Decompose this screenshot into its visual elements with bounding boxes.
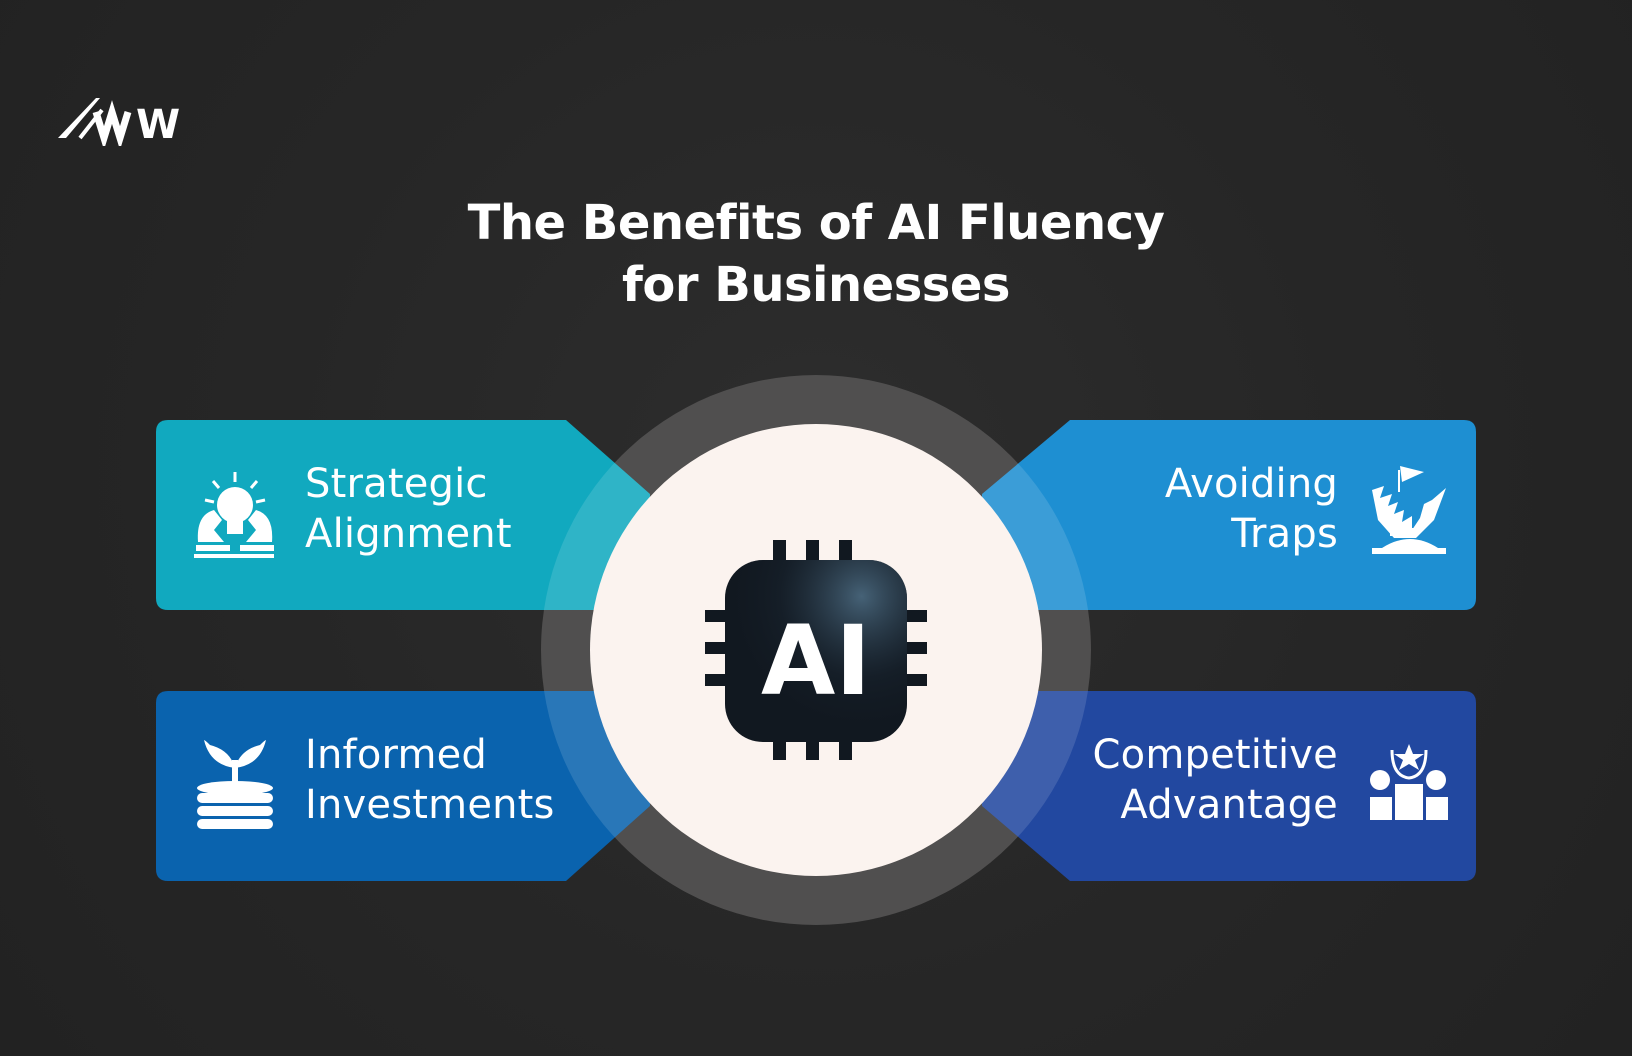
podium-star-icon [1370, 744, 1448, 820]
coins-sprout-icon [197, 740, 273, 829]
panel-informed-investments [156, 691, 650, 881]
ai-chip-icon: AI [705, 540, 927, 760]
panel-strategic-alignment [156, 420, 650, 610]
panel-competitive-advantage [982, 691, 1476, 881]
benefit-line-2: Advantage [1120, 782, 1338, 828]
benefit-label-avoiding-traps: Avoiding Traps [1165, 459, 1338, 559]
benefit-label-competitive-advantage: Competitive Advantage [1093, 730, 1338, 830]
panel-avoiding-traps [982, 420, 1476, 610]
benefit-label-strategic-alignment: Strategic Alignment [305, 459, 512, 559]
title-line-2: for Businesses [621, 257, 1011, 313]
benefit-line-1: Avoiding [1164, 461, 1338, 507]
benefit-line-1: Competitive [1092, 732, 1338, 778]
benefit-line-1: Strategic [305, 461, 488, 507]
benefit-line-2: Traps [1231, 511, 1338, 557]
title-line-1: The Benefits of AI Fluency [467, 195, 1165, 251]
svg-text:WS: WS [136, 102, 180, 146]
benefit-line-2: Investments [305, 782, 555, 828]
lightbulb-chess-icon [194, 472, 274, 558]
page-title: The Benefits of AI Fluency for Businesse… [316, 192, 1316, 316]
ws-logo-icon: WS [58, 98, 180, 146]
benefit-label-informed-investments: Informed Investments [305, 730, 555, 830]
benefit-line-2: Alignment [305, 511, 512, 557]
trap-flag-icon [1372, 466, 1446, 554]
center-ai-text: AI [761, 605, 871, 717]
benefit-line-1: Informed [305, 732, 488, 778]
